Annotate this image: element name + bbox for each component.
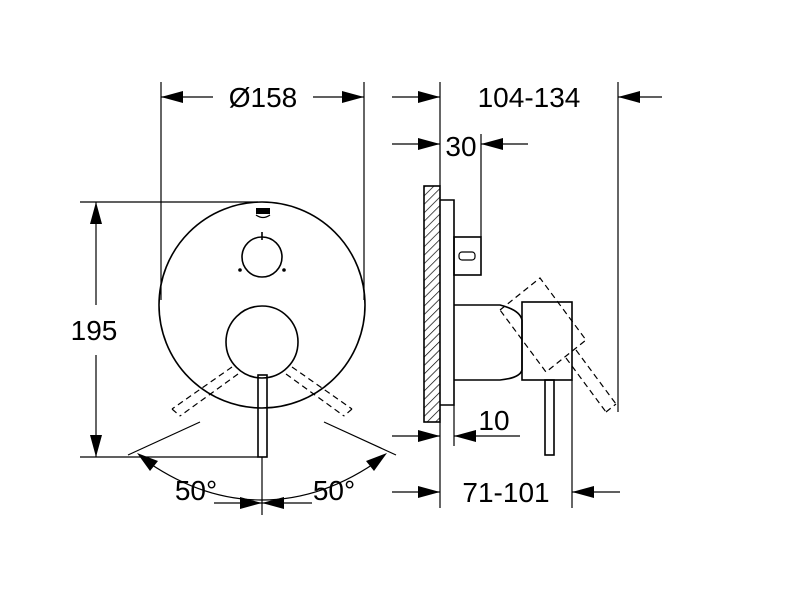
handle-lever (257, 374, 268, 458)
diverter-body (453, 236, 482, 276)
side-lever-rotated (499, 277, 617, 413)
depth-handle-label: 71-101 (462, 477, 549, 508)
handle-hub (225, 305, 299, 379)
wall-section (423, 185, 441, 423)
side-lever (544, 379, 555, 456)
handle-body (521, 301, 573, 381)
angle-left-label: 50° (175, 475, 217, 506)
depth-total-label: 104-134 (478, 82, 581, 113)
lever-rotation-left (171, 366, 239, 417)
plate-offset-label: 30 (445, 131, 476, 162)
diverter-slot (458, 251, 476, 261)
escutcheon-profile (440, 199, 455, 406)
side-view: 104-134 30 10 71-101 (392, 82, 662, 508)
front-view: Ø158 195 50° 50° (71, 82, 397, 515)
diameter-label: Ø158 (229, 82, 298, 113)
height-label: 195 (71, 315, 118, 346)
diverter-dot-right (282, 268, 286, 272)
diverter-dot-left (238, 268, 242, 272)
lever-rotation-right (285, 366, 353, 417)
diverter-knob (241, 236, 283, 278)
gap-label: 10 (478, 405, 509, 436)
brand-logo-icon (255, 208, 271, 219)
handle-neck (454, 304, 523, 381)
escutcheon-plate (158, 201, 366, 409)
angle-right-label: 50° (313, 475, 355, 506)
